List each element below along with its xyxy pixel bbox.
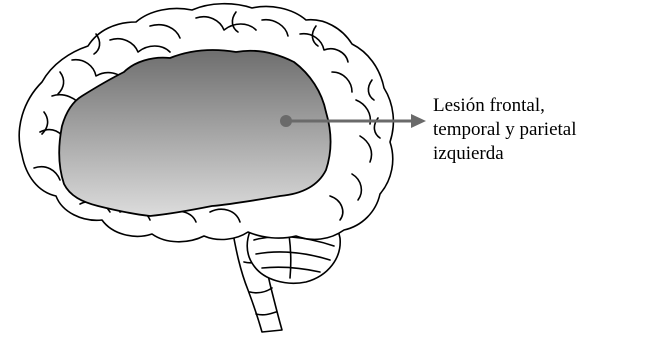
- lesion-label-line-3: izquierda: [433, 142, 643, 166]
- lesion-label-line-1: Lesión frontal,: [433, 94, 643, 118]
- lesion-label-line-2: temporal y parietal: [433, 118, 643, 142]
- lesion-label: Lesión frontal, temporal y parietal izqu…: [433, 94, 643, 166]
- pointer-dot: [280, 115, 292, 127]
